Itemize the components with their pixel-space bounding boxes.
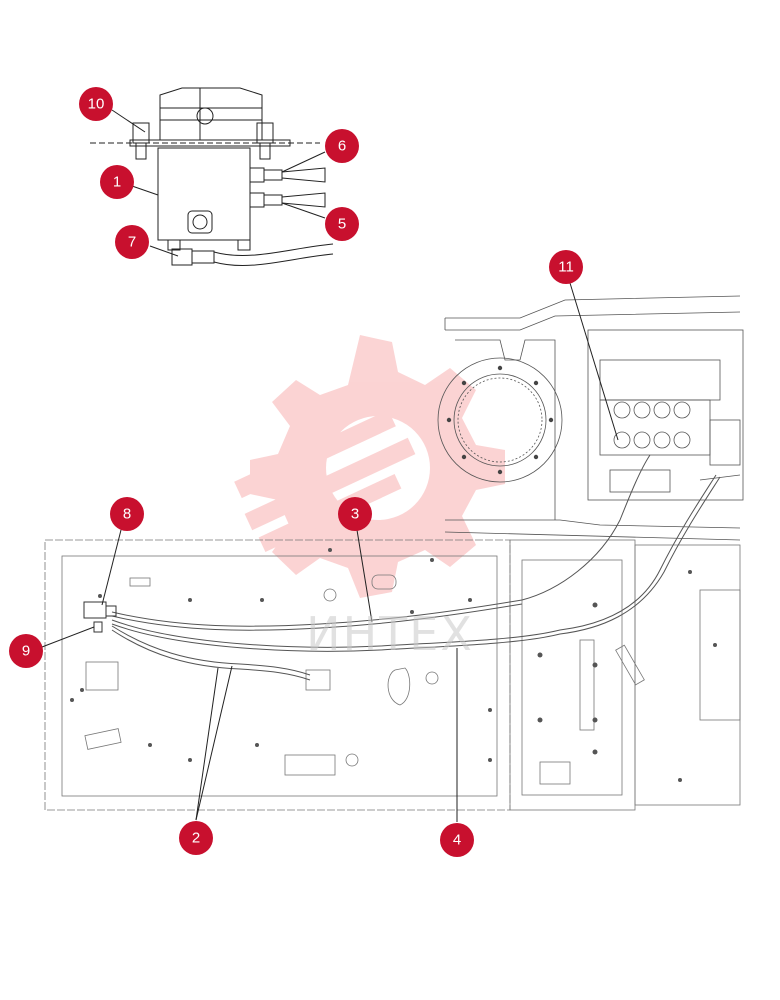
callout-label: 3 <box>351 506 359 523</box>
callout-6: 6 <box>325 129 359 163</box>
callout-label: 9 <box>22 643 30 660</box>
callout-10: 10 <box>79 87 113 121</box>
callout-label: 8 <box>123 506 131 523</box>
callout-9: 9 <box>9 634 43 668</box>
base-frame <box>44 539 741 811</box>
callout-circle <box>9 634 43 668</box>
callout-circle <box>338 497 372 531</box>
callout-circle <box>110 497 144 531</box>
callout-2: 2 <box>179 821 213 855</box>
base-frame-fasteners <box>70 548 717 782</box>
callout-4: 4 <box>440 823 474 857</box>
callout-circle <box>325 207 359 241</box>
callout-circle <box>100 165 134 199</box>
callout-circle <box>440 823 474 857</box>
callout-1: 1 <box>100 165 134 199</box>
callout-circle <box>179 821 213 855</box>
callout-label: 10 <box>88 96 105 113</box>
callout-label: 1 <box>113 174 121 191</box>
leader-lines <box>41 109 619 822</box>
callout-circle <box>79 87 113 121</box>
callout-label: 7 <box>128 234 136 251</box>
watermark-gear-logo <box>234 335 505 598</box>
hose-fittings-left <box>83 601 117 633</box>
callout-11: 11 <box>549 250 583 284</box>
callout-circle <box>325 129 359 163</box>
callout-5: 5 <box>325 207 359 241</box>
callout-label: 11 <box>558 259 574 276</box>
callout-circle <box>115 225 149 259</box>
callout-label: 2 <box>192 830 200 847</box>
callout-label: 5 <box>338 216 346 233</box>
watermark-brand-text: ИНТЕХ <box>306 607 474 661</box>
valve-block-detail <box>90 87 334 267</box>
callout-label: 4 <box>453 832 461 849</box>
callout-label: 6 <box>338 138 346 155</box>
turret-assembly <box>437 295 744 541</box>
callout-7: 7 <box>115 225 149 259</box>
callout-8: 8 <box>110 497 144 531</box>
turret-bolt-circle <box>446 365 554 475</box>
hose-routing <box>111 454 721 681</box>
callout-3: 3 <box>338 497 372 531</box>
callout-circle <box>549 250 583 284</box>
